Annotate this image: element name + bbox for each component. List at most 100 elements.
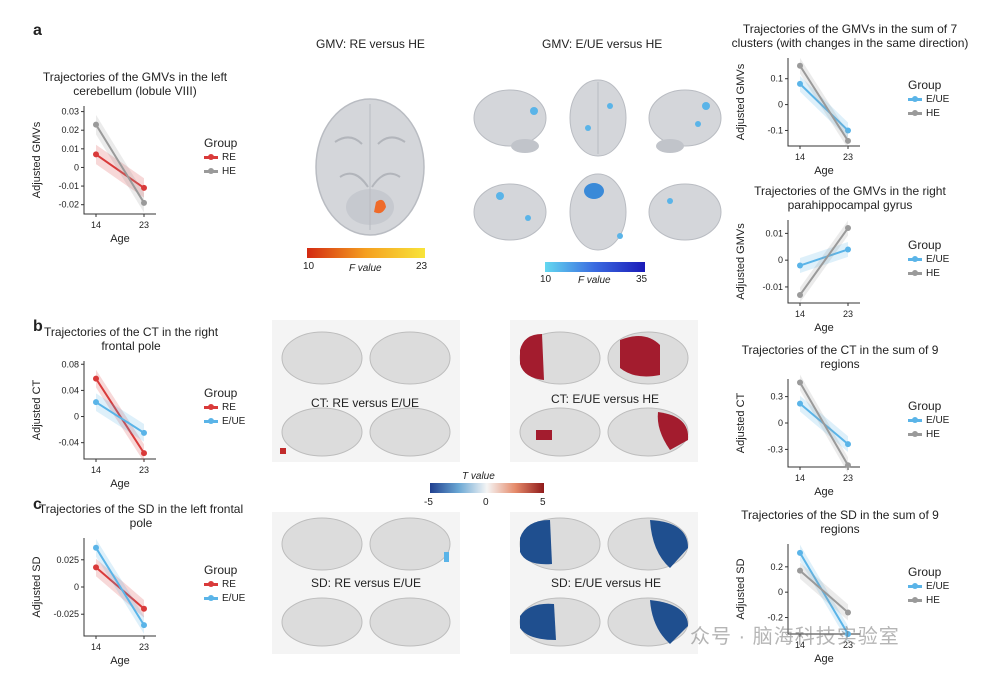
- colorbar-f-red-yellow: [307, 248, 425, 258]
- data-point: [797, 400, 803, 407]
- colorbar-t-tick: -5: [424, 497, 433, 508]
- series-line: [95, 547, 145, 626]
- legend-item: E/UE: [908, 92, 949, 106]
- chart-title: Trajectories of the CT in the right fron…: [43, 325, 219, 353]
- axis-lines: [787, 58, 860, 147]
- y-tick-label: -0.3: [767, 444, 783, 454]
- y-tick-label: 0: [778, 418, 783, 428]
- y-tick-label: 0.01: [61, 144, 79, 154]
- colorbar-min: 10: [540, 274, 552, 285]
- axis-lines: [787, 544, 860, 635]
- data-point: [845, 462, 851, 469]
- y-tick-label: -0.01: [58, 181, 79, 191]
- brain-surfaces-sd-re-eue: [281, 517, 451, 647]
- colorbar-t-tick: 5: [540, 497, 546, 508]
- y-axis-label: Adjusted CT: [735, 392, 747, 453]
- axis-lines: [787, 379, 860, 468]
- chart-sd-sum-9-regions: Trajectories of the SD in the sum of 9 r…: [730, 508, 970, 670]
- panel-label-b: b: [33, 318, 43, 335]
- x-axis-label: Age: [110, 655, 130, 667]
- legend-item: E/UE: [908, 413, 949, 427]
- legend-swatch: [908, 431, 922, 437]
- y-tick-label: -0.2: [767, 613, 783, 623]
- colorbar-label: F value: [578, 275, 611, 286]
- chart-ct-sum-9-regions: Trajectories of the CT in the sum of 9 r…: [730, 343, 970, 503]
- x-tick-label: 23: [139, 220, 149, 230]
- data-point: [845, 225, 851, 232]
- data-point: [141, 199, 147, 206]
- colorbar-t-tick: 0: [483, 497, 489, 508]
- x-tick-label: 14: [91, 642, 101, 652]
- legend-item: RE: [204, 577, 245, 591]
- legend-label: RE: [222, 151, 236, 163]
- data-point: [93, 544, 99, 551]
- legend-label: RE: [222, 578, 236, 590]
- x-tick-label: 23: [843, 152, 853, 162]
- data-point: [845, 127, 851, 134]
- legend-item: E/UE: [908, 252, 949, 266]
- legend-label: HE: [222, 165, 236, 177]
- data-point: [797, 549, 803, 556]
- x-tick-label: 23: [139, 642, 149, 652]
- legend-title: Group: [204, 386, 238, 400]
- legend-swatch: [908, 256, 922, 262]
- y-axis-label: Adjusted GMVs: [735, 223, 747, 300]
- data-point: [797, 567, 803, 574]
- legend-item: RE: [204, 400, 245, 414]
- chart-title: Trajectories of the GMVs in the left cer…: [42, 70, 228, 98]
- x-tick-label: 14: [91, 220, 101, 230]
- legend-item: HE: [908, 266, 949, 280]
- legend-item: E/UE: [908, 579, 949, 593]
- data-point: [797, 262, 803, 269]
- series-line: [95, 153, 145, 189]
- y-tick-label: -0.1: [767, 125, 783, 135]
- brain-axial-image: [315, 98, 425, 236]
- y-tick-label: 0.02: [61, 125, 79, 135]
- colorbar-t-label: T value: [462, 471, 495, 482]
- x-axis-label: Age: [814, 486, 834, 498]
- brain-title-ct-eue-he: CT: E/UE versus HE: [551, 392, 660, 406]
- series-line: [799, 248, 849, 267]
- legend-label: HE: [926, 594, 940, 606]
- brain-title-gmv-re-he: GMV: RE versus HE: [316, 37, 425, 51]
- y-tick-label: 0: [778, 100, 783, 110]
- brain-title-sd-re-eue: SD: RE versus E/UE: [311, 576, 422, 590]
- data-point: [93, 399, 99, 406]
- brain-surfaces-ct-re-eue: [280, 331, 451, 457]
- panel-label-c: c: [33, 496, 42, 513]
- legend-label: HE: [926, 428, 940, 440]
- legend-title: Group: [908, 399, 942, 413]
- y-tick-label: 0.025: [56, 555, 79, 565]
- data-point: [845, 609, 851, 616]
- chart-sd-left-frontal-pole: Trajectories of the SD in the left front…: [26, 502, 266, 672]
- y-tick-label: 0.2: [770, 562, 783, 572]
- data-point: [797, 291, 803, 298]
- data-point: [141, 450, 147, 457]
- watermark: 众号 · 脑海科技实验室: [690, 626, 900, 648]
- data-point: [93, 151, 99, 158]
- data-point: [141, 622, 147, 629]
- legend-swatch: [204, 595, 218, 601]
- x-tick-label: 23: [843, 473, 853, 483]
- legend-item: RE: [204, 150, 237, 164]
- series-line: [95, 124, 145, 204]
- x-axis-label: Age: [814, 653, 834, 665]
- panel-label-a: a: [33, 22, 42, 39]
- y-tick-label: -0.01: [762, 282, 783, 292]
- data-point: [93, 121, 99, 128]
- legend-item: E/UE: [204, 414, 245, 428]
- chart-title: Trajectories of the CT in the sum of 9 r…: [741, 343, 939, 371]
- y-axis-label: Adjusted SD: [735, 558, 747, 619]
- axis-lines: [787, 220, 860, 304]
- data-point: [141, 605, 147, 612]
